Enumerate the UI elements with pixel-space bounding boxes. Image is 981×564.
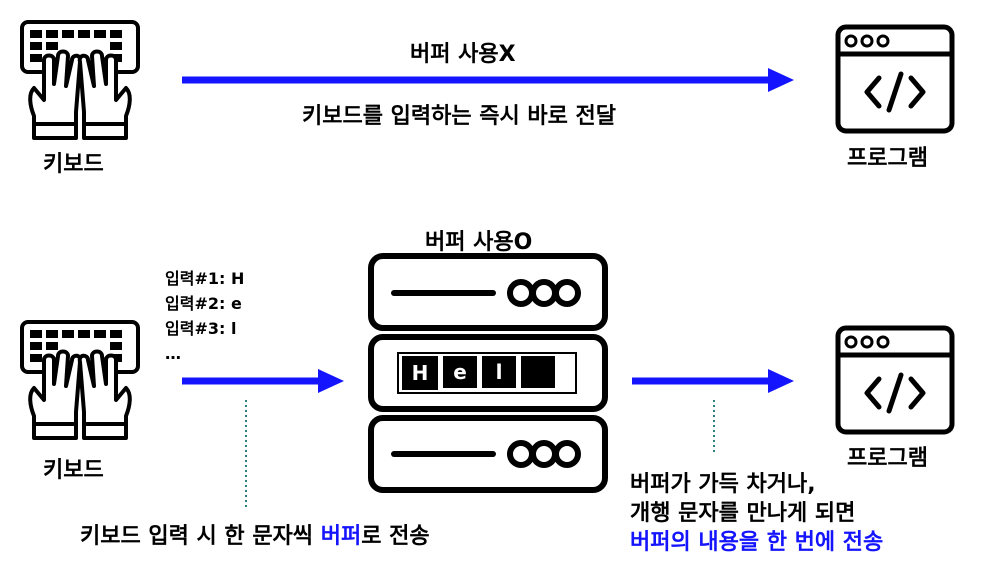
bottom-right-caption: 버퍼가 가득 차거나, 개행 문자를 만나게 되면 버퍼의 내용을 한 번에 전…: [630, 470, 883, 557]
caption-text: 키보드 입력 시 한 문자씩: [80, 524, 321, 549]
top-buffer-title: 버퍼 사용X: [410, 42, 516, 67]
program-window-icon: [835, 325, 955, 435]
buffer-cells: H e l: [402, 356, 555, 390]
top-keyboard-label: 키보드: [43, 152, 104, 177]
server-buffer-icon: [368, 253, 608, 493]
input-list: 입력#1: H 입력#2: e 입력#3: l …: [165, 266, 244, 366]
keyboard-hands-icon: [20, 320, 140, 440]
buffer-cell: l: [482, 356, 516, 388]
caption-line-highlight: 버퍼의 내용을 한 번에 전송: [630, 530, 884, 555]
bottom-right-arrow: [632, 369, 794, 393]
caption-line: 버퍼가 가득 차거나,: [630, 472, 816, 497]
program-window-icon: [835, 24, 955, 134]
buffer-cell: [521, 356, 555, 388]
input-item: 입력#2: e: [165, 294, 242, 313]
input-item: …: [165, 344, 181, 363]
top-program-label: 프로그램: [847, 146, 928, 171]
bottom-program-label: 프로그램: [847, 446, 928, 471]
code-icon: [864, 71, 926, 113]
bottom-left-caption: 키보드 입력 시 한 문자씩 버퍼로 전송: [80, 518, 430, 550]
caption-line: 개행 문자를 만나게 되면: [630, 501, 856, 526]
left-dotted-connector: [245, 400, 247, 510]
caption-text: 로 전송: [361, 524, 430, 549]
code-icon: [864, 372, 926, 414]
keyboard-hands-icon: [20, 20, 140, 140]
top-arrow-caption: 키보드를 입력하는 즉시 바로 전달: [302, 104, 616, 129]
input-item: 입력#1: H: [165, 269, 245, 288]
right-dotted-connector: [713, 400, 715, 452]
bottom-buffer-title: 버퍼 사용O: [425, 230, 533, 255]
buffer-cell: H: [402, 356, 438, 390]
bottom-keyboard-label: 키보드: [43, 458, 104, 483]
bottom-left-arrow: [182, 369, 344, 393]
buffer-cell: e: [443, 356, 477, 388]
caption-highlight: 버퍼: [320, 524, 362, 549]
top-arrow: [182, 68, 794, 92]
input-item: 입력#3: l: [165, 319, 237, 338]
